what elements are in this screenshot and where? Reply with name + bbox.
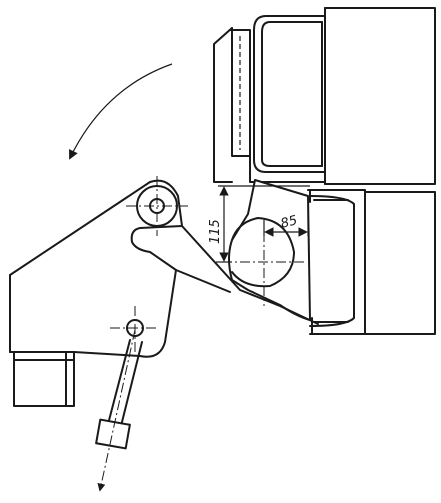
- counterweight-block: [13, 351, 75, 407]
- dimension-115: 115: [208, 185, 310, 263]
- fixed-frame-lower: [307, 189, 436, 335]
- dimension-115-label: 115: [208, 219, 223, 244]
- actuator-rod: [95, 329, 143, 492]
- dimension-85-label: 85: [279, 213, 299, 232]
- pivot-arm: [9, 176, 319, 358]
- fixed-frame-upper: [213, 7, 436, 185]
- dimension-85: 85: [263, 196, 309, 237]
- rotation-arrow: [69, 63, 173, 160]
- cam-plate: [222, 179, 311, 321]
